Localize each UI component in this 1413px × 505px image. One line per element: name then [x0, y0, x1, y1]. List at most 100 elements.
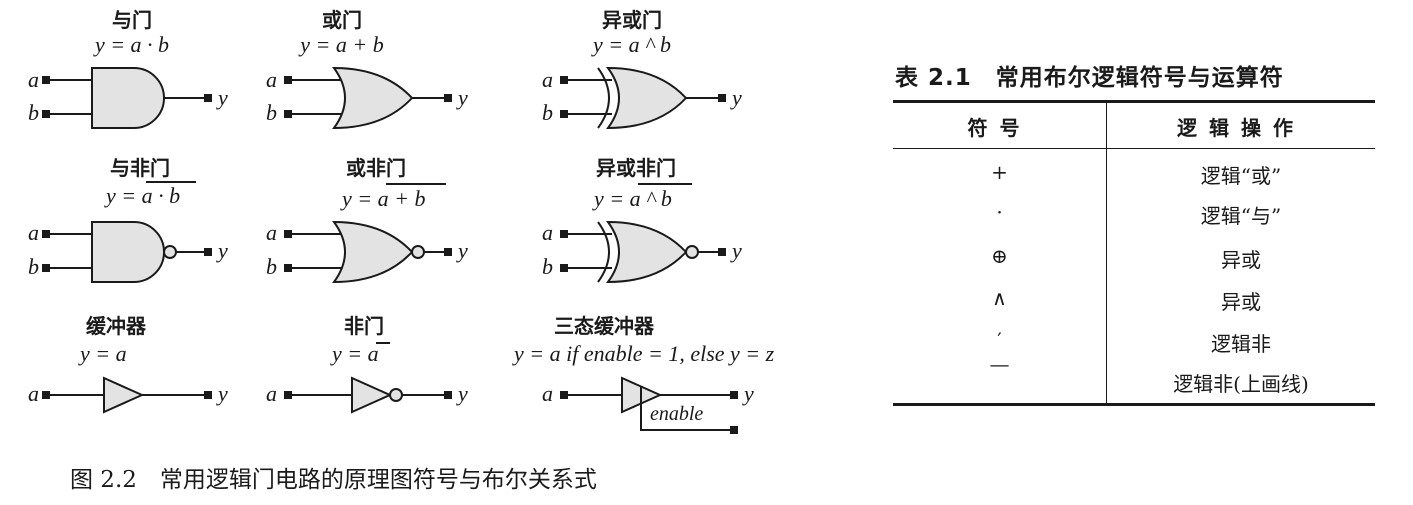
inversion-bubble [163, 245, 177, 259]
table-row: — 逻辑非(上画线) [893, 352, 1375, 398]
output-pin [204, 391, 212, 399]
nor-gate: 或非门 y = a + b a b y [266, 156, 468, 283]
figure-caption: 图 2.2 常用逻辑门电路的原理图符号与布尔关系式 [70, 467, 597, 493]
buffer-gate-symbol [103, 377, 143, 413]
input-pin [42, 230, 50, 238]
operator-symbol: ′ [997, 328, 1002, 352]
gate-equation-nor: y = a + b [340, 186, 425, 211]
port-a-label: a [28, 381, 39, 406]
operator-symbol: — [989, 352, 1010, 376]
inversion-bubble [685, 245, 699, 259]
input-pin [42, 110, 50, 118]
input-pin [284, 230, 292, 238]
port-b-label: b [266, 100, 277, 125]
inversion-bubble [389, 388, 403, 402]
input-pin [560, 110, 568, 118]
port-y-label: y [730, 238, 742, 263]
nand-gate: 与非门 y = a · b a b y [28, 156, 228, 283]
operator-symbol: ∧ [992, 286, 1007, 310]
enable-pin [730, 426, 738, 434]
input-pin [284, 264, 292, 272]
port-y-label: y [456, 238, 468, 263]
input-pin [560, 76, 568, 84]
table-row: + 逻辑“或” [893, 154, 1375, 194]
gate-name-nor: 或非门 [346, 156, 406, 180]
xor-gate-symbol [597, 67, 687, 129]
gate-equation-xnor: y = a ^ b [592, 186, 672, 211]
table-row: · 逻辑“与” [893, 194, 1375, 234]
port-a-label: a [542, 220, 553, 245]
output-pin [444, 248, 452, 256]
port-b-label: b [266, 254, 277, 279]
operator-meaning: 逻辑“或” [1200, 164, 1282, 188]
gate-equation-and: y = a · b [93, 32, 169, 57]
gate-name-and: 与门 [112, 8, 152, 32]
output-pin [730, 391, 738, 399]
output-pin [718, 248, 726, 256]
operator-meaning: 异或 [1221, 290, 1261, 314]
input-pin [284, 76, 292, 84]
not-gate-symbol [351, 377, 391, 413]
gate-equation-buffer: y = a [78, 341, 127, 366]
gate-equation-xor: y = a ^ b [591, 32, 671, 57]
gate-equation-tristate: y = a if enable = 1, else y = z [512, 341, 775, 366]
gate-name-not: 非门 [344, 314, 384, 338]
table-row: ⊕ 异或 [893, 238, 1375, 278]
port-y-label: y [456, 85, 468, 110]
port-y-label: y [216, 238, 228, 263]
table-row: ′ 逻辑非 [893, 322, 1375, 362]
and-gate: 与门 y = a · b a b y [28, 8, 228, 129]
table-header-rule [893, 148, 1375, 149]
nor-gate-symbol [333, 221, 413, 283]
port-b-label: b [28, 100, 39, 125]
table-column-divider [1106, 100, 1107, 406]
table-title: 表 2.1 常用布尔逻辑符号与运算符 [895, 65, 1284, 91]
output-pin [444, 391, 452, 399]
gate-name-buffer: 缓冲器 [86, 314, 147, 338]
port-b-label: b [542, 100, 553, 125]
gate-name-tristate: 三态缓冲器 [554, 314, 655, 338]
enable-wire [640, 387, 730, 431]
port-a-label: a [542, 381, 553, 406]
operator-symbol: · [996, 200, 1003, 224]
port-y-label: y [216, 85, 228, 110]
gate-equation-nand: y = a · b [104, 183, 180, 208]
input-pin [284, 391, 292, 399]
tristate-buffer: 三态缓冲器 y = a if enable = 1, else y = z a … [512, 314, 775, 434]
port-b-label: b [28, 254, 39, 279]
operator-meaning: 逻辑非 [1211, 332, 1271, 356]
operator-meaning: 逻辑“与” [1200, 204, 1282, 228]
enable-label: enable [650, 403, 703, 425]
port-a-label: a [542, 67, 553, 92]
output-pin [204, 94, 212, 102]
input-pin [42, 76, 50, 84]
output-pin [718, 94, 726, 102]
logic-gates-diagram: 与门 y = a · b a b y 或门 y = a + b a b y 异或… [28, 8, 775, 434]
gate-equation-not: y = a [330, 341, 379, 366]
gate-name-or: 或门 [322, 8, 362, 32]
input-pin [284, 110, 292, 118]
port-y-label: y [730, 85, 742, 110]
input-pin [560, 230, 568, 238]
port-a-label: a [28, 220, 39, 245]
operator-symbol: ⊕ [991, 244, 1008, 268]
output-pin [204, 248, 212, 256]
table-row: ∧ 异或 [893, 280, 1375, 320]
inversion-bubble [411, 245, 425, 259]
port-y-label: y [216, 381, 228, 406]
and-gate-symbol [91, 67, 165, 129]
input-pin [42, 264, 50, 272]
port-y-label: y [456, 381, 468, 406]
xnor-gate: 异或非门 y = a ^ b a b y [542, 156, 742, 283]
input-pin [560, 264, 568, 272]
port-a-label: a [28, 67, 39, 92]
gate-equation-or: y = a + b [298, 32, 383, 57]
buffer-gate: 缓冲器 y = a a y [28, 314, 228, 413]
port-a-label: a [266, 381, 277, 406]
header-symbol: 符号 [967, 116, 1032, 140]
not-gate: 非门 y = a a y [266, 314, 468, 413]
xor-gate: 异或门 y = a ^ b a b y [542, 8, 742, 129]
header-operation: 逻辑操作 [1177, 116, 1305, 140]
table-bottom-rule [893, 403, 1375, 406]
output-pin [444, 94, 452, 102]
